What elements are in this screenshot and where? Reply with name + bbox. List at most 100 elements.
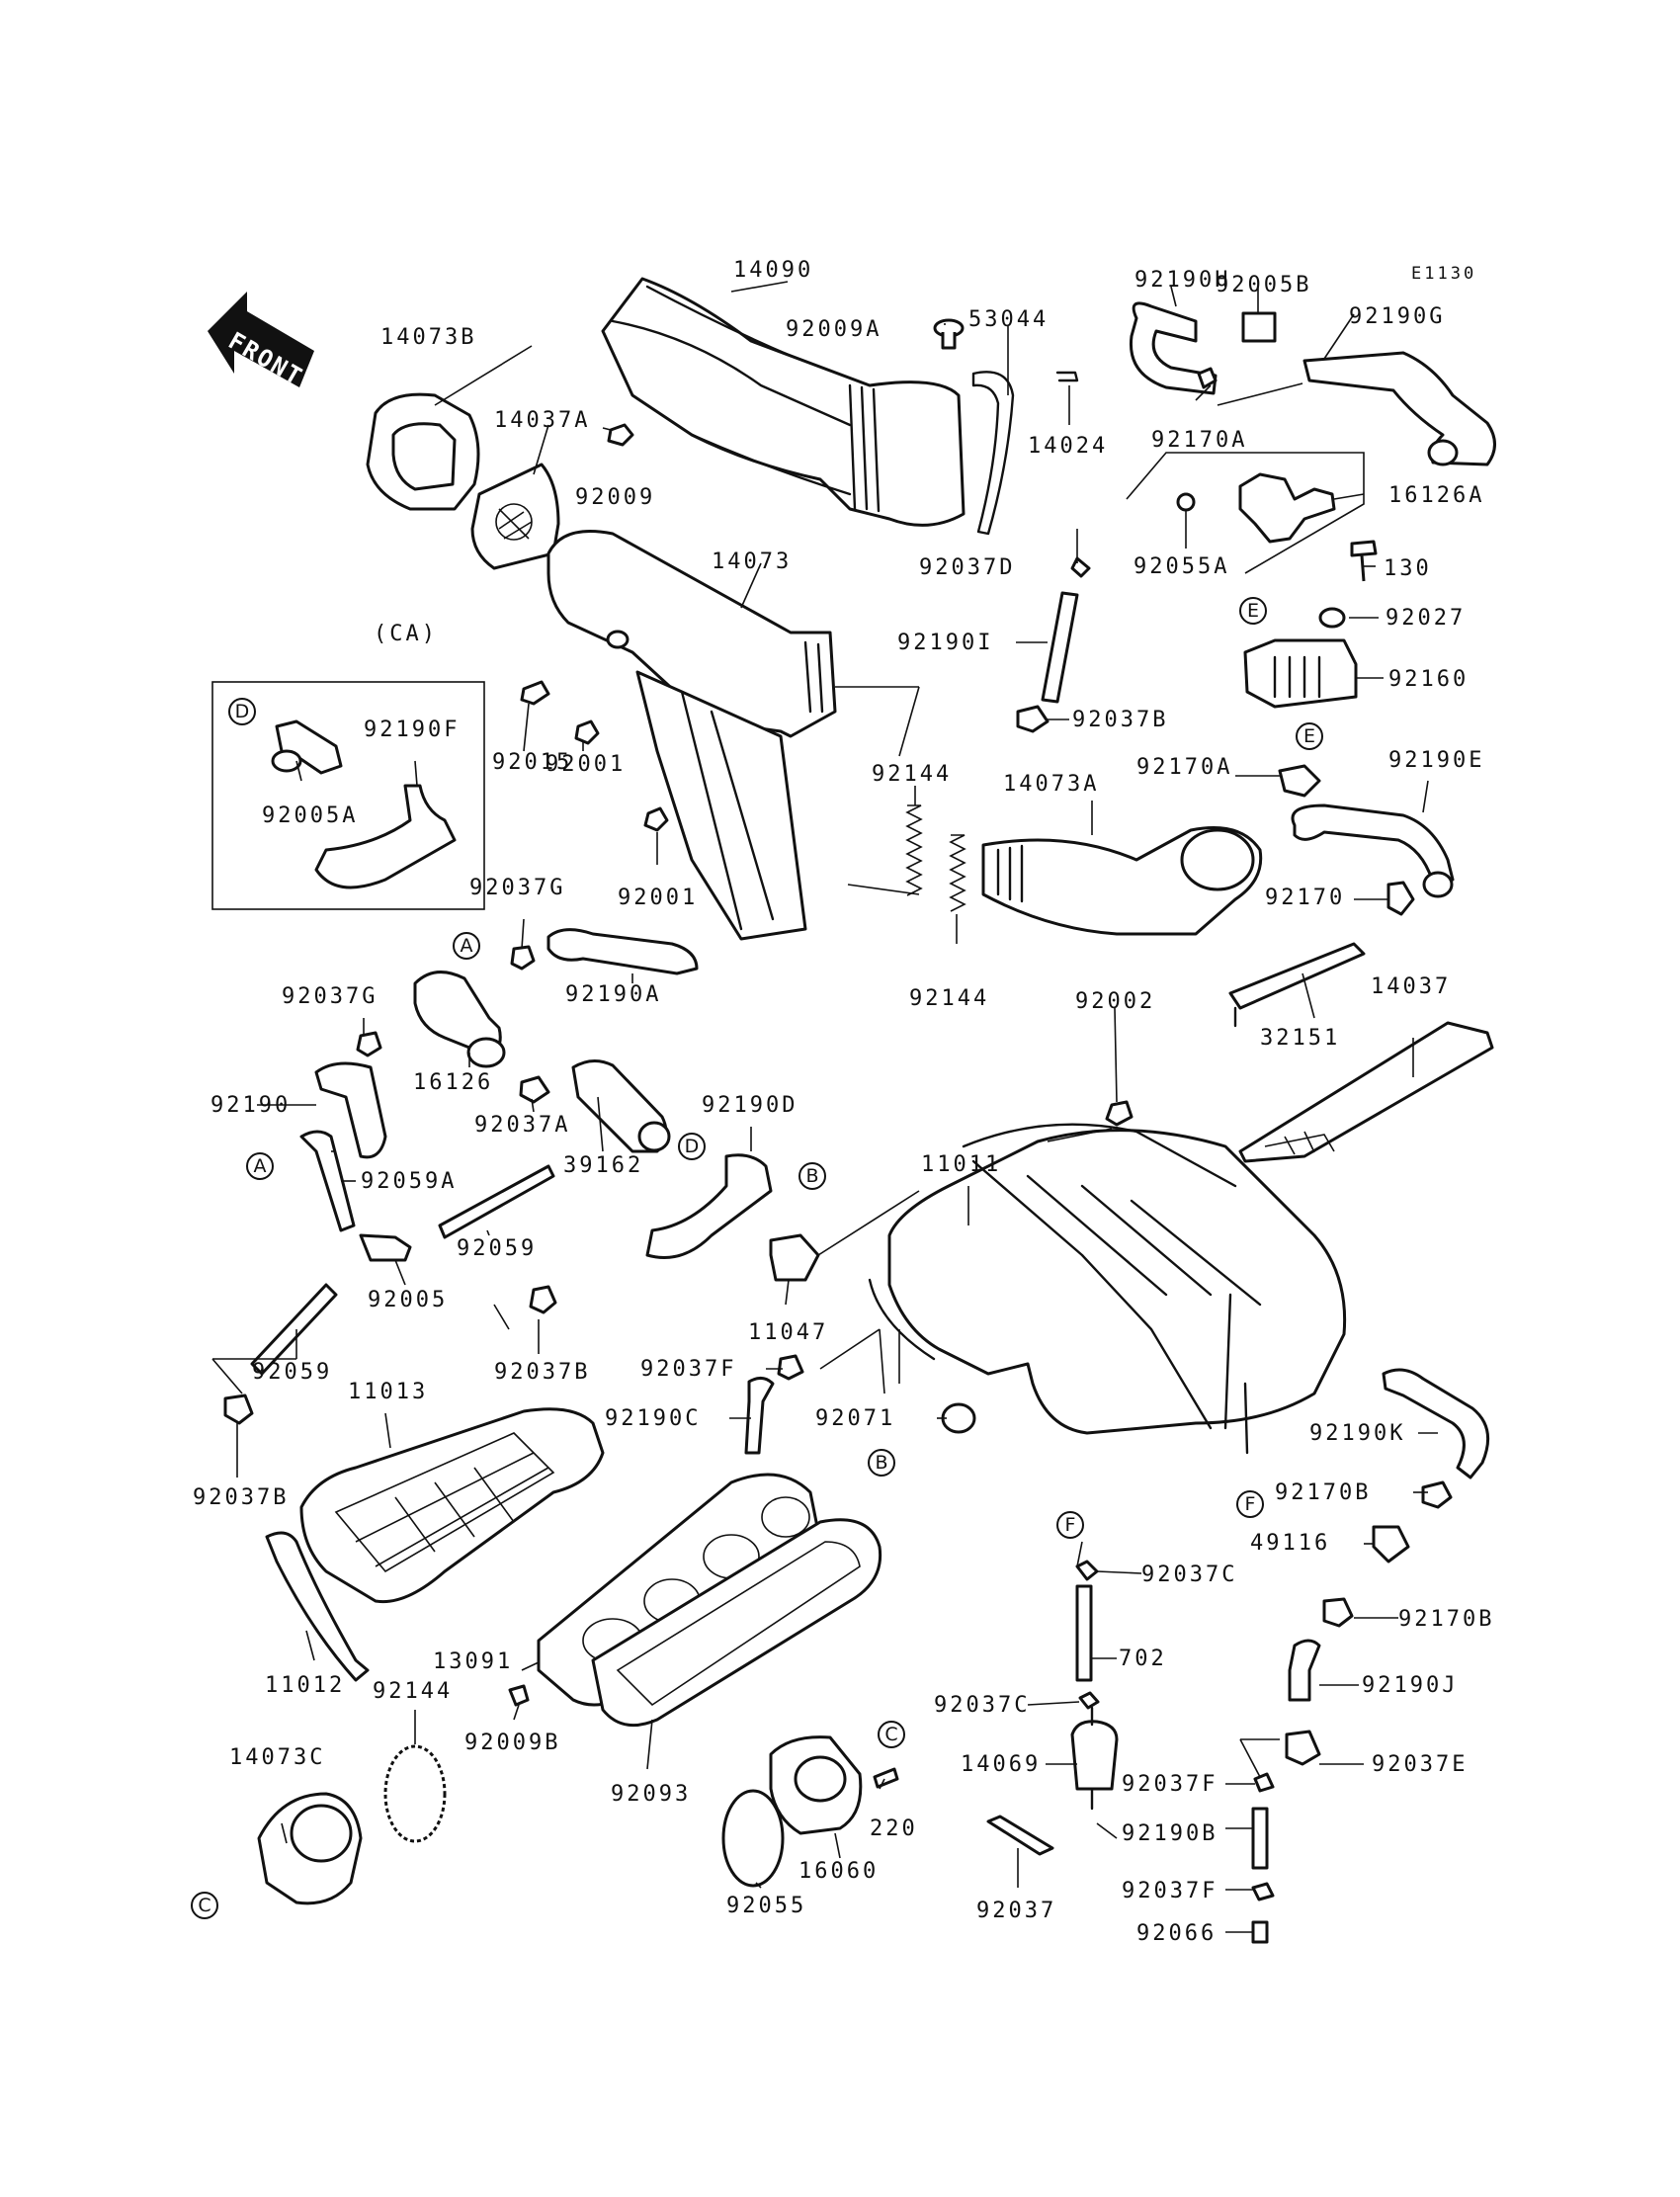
part-labels: 14090 92009A 53044 92190H 92005B 92190G … bbox=[193, 258, 1494, 1946]
tee-joint-92005A bbox=[271, 719, 343, 775]
diagram-code: E1130 bbox=[1411, 264, 1476, 284]
strap-92037 bbox=[986, 1815, 1054, 1856]
label-14090: 14090 bbox=[733, 258, 813, 283]
clamp-92170B-a bbox=[1421, 1480, 1453, 1509]
marker-D-inset: D bbox=[228, 698, 256, 725]
svg-text:D: D bbox=[235, 701, 250, 722]
label-92190A: 92190A bbox=[565, 982, 661, 1007]
bolt-92001a bbox=[574, 719, 600, 745]
label-16126: 16126 bbox=[413, 1070, 493, 1095]
duct-end-14073B bbox=[366, 392, 480, 511]
label-14037A: 14037A bbox=[494, 408, 590, 433]
label-14024: 14024 bbox=[1028, 434, 1108, 459]
svg-text:E: E bbox=[1303, 725, 1315, 747]
label-92037C-b: 92037C bbox=[934, 1693, 1030, 1718]
air-duct-14073A bbox=[981, 826, 1263, 936]
marker-E-mid: E bbox=[1296, 722, 1323, 750]
marker-C-left: C bbox=[191, 1892, 218, 1919]
valve-16126A bbox=[1176, 472, 1336, 544]
label-92160: 92160 bbox=[1388, 667, 1469, 692]
svg-text:B: B bbox=[805, 1165, 818, 1187]
marker-F-low: F bbox=[1056, 1511, 1084, 1539]
label-92059A: 92059A bbox=[361, 1169, 457, 1194]
label-92144-c: 92144 bbox=[373, 1679, 453, 1704]
filter-14037A bbox=[470, 463, 560, 570]
label-92001-a: 92001 bbox=[546, 752, 626, 777]
label-92190K: 92190K bbox=[1309, 1421, 1405, 1446]
pipe-92059b bbox=[250, 1283, 338, 1376]
sensor-49116 bbox=[1372, 1525, 1410, 1563]
collar-92015 bbox=[520, 680, 550, 706]
rod-32151 bbox=[1228, 942, 1366, 1010]
label-11011: 11011 bbox=[921, 1152, 1001, 1177]
label-92071: 92071 bbox=[815, 1406, 895, 1431]
label-14037: 14037 bbox=[1371, 974, 1451, 999]
label-92144-b: 92144 bbox=[909, 986, 989, 1011]
label-92037F-a: 92037F bbox=[640, 1357, 736, 1382]
clamp-92170A bbox=[1278, 764, 1321, 798]
label-16060: 16060 bbox=[798, 1859, 879, 1884]
label-92190: 92190 bbox=[210, 1093, 291, 1118]
clamp-92037D bbox=[1070, 556, 1091, 578]
spring-92144-top bbox=[905, 804, 923, 896]
marker-B-mid: B bbox=[798, 1162, 826, 1190]
marker-D-mid: D bbox=[678, 1133, 706, 1160]
label-92037: 92037 bbox=[976, 1899, 1056, 1923]
clamp-92037A bbox=[519, 1075, 550, 1104]
label-92005: 92005 bbox=[368, 1288, 448, 1312]
label-92027: 92027 bbox=[1386, 606, 1466, 631]
hose-92190J bbox=[1288, 1639, 1321, 1702]
leader-lines bbox=[211, 281, 1438, 1933]
label-92005A: 92005A bbox=[262, 803, 358, 828]
filter-39162 bbox=[571, 1059, 671, 1153]
svg-text:F: F bbox=[1065, 1514, 1076, 1536]
marker-C-filter: C bbox=[878, 1721, 905, 1748]
label-92037A: 92037A bbox=[474, 1113, 570, 1138]
pipe-92059a bbox=[438, 1164, 555, 1239]
hose-92190 bbox=[314, 1061, 387, 1159]
clamp-92037E bbox=[1285, 1730, 1321, 1766]
label-92005B: 92005B bbox=[1216, 273, 1311, 297]
label-inset-CA: (CA) bbox=[374, 622, 438, 646]
marker-A-left: A bbox=[246, 1152, 274, 1180]
label-92037D: 92037D bbox=[919, 555, 1015, 580]
label-39162: 39162 bbox=[563, 1153, 643, 1178]
svg-text:C: C bbox=[198, 1895, 210, 1916]
label-92037C-a: 92037C bbox=[1141, 1563, 1237, 1587]
label-92066: 92066 bbox=[1136, 1921, 1217, 1946]
label-14073B: 14073B bbox=[380, 325, 476, 350]
hose-92190K bbox=[1382, 1368, 1490, 1479]
air-duct-14073 bbox=[546, 530, 837, 941]
clamp-92037F-a bbox=[777, 1354, 804, 1381]
hose-92190D bbox=[645, 1153, 773, 1259]
bolt-92002 bbox=[1105, 1100, 1134, 1127]
label-92037E: 92037E bbox=[1372, 1752, 1468, 1777]
air-duct-14090 bbox=[601, 277, 966, 527]
clamp-92170B-b bbox=[1322, 1597, 1354, 1628]
label-92015: 92015 bbox=[492, 750, 572, 775]
ring-92144 bbox=[383, 1744, 447, 1843]
label-92144-a: 92144 bbox=[872, 762, 952, 787]
tube-702 bbox=[1075, 1584, 1093, 1682]
label-92002: 92002 bbox=[1075, 989, 1155, 1014]
marker-B-low: B bbox=[868, 1449, 895, 1477]
label-92170A-2: 92170A bbox=[1136, 755, 1232, 780]
clamp-92170 bbox=[1386, 881, 1415, 916]
label-92190I: 92190I bbox=[897, 631, 993, 655]
joint-92005B bbox=[1241, 311, 1277, 343]
pipe-92190I bbox=[1041, 591, 1079, 704]
label-92170B-b: 92170B bbox=[1398, 1607, 1494, 1632]
hose-92059A bbox=[299, 1130, 356, 1232]
clamp-92037F-b bbox=[1253, 1772, 1275, 1793]
marker-A-top: A bbox=[453, 932, 480, 960]
label-130: 130 bbox=[1384, 556, 1432, 581]
strip-11012 bbox=[265, 1531, 370, 1682]
front-direction-arrow: FRONT bbox=[208, 292, 314, 391]
label-92037B-top: 92037B bbox=[1072, 708, 1168, 732]
svg-text:A: A bbox=[461, 935, 473, 957]
hose-92190C bbox=[744, 1377, 775, 1455]
label-92059-a: 92059 bbox=[457, 1236, 537, 1261]
spring-92144-bottom bbox=[949, 834, 966, 912]
joint-92005 bbox=[359, 1233, 412, 1262]
clip-14024 bbox=[1055, 371, 1079, 382]
